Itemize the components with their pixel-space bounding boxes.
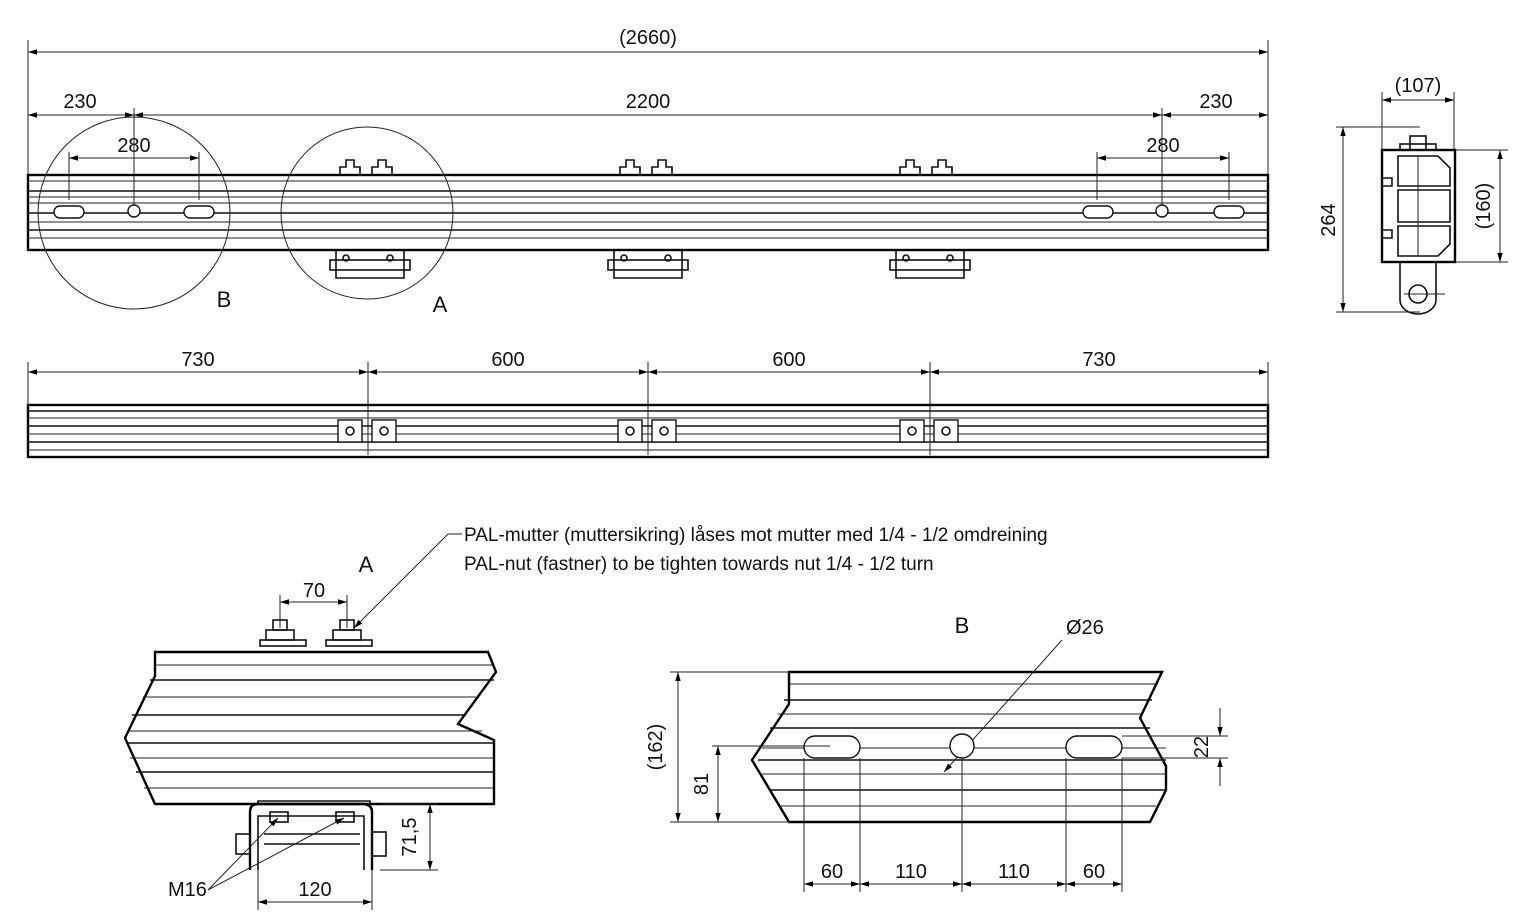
bolt-pair [619,159,673,175]
spacing-label-1: 60 [821,861,843,883]
end-spacing-right-label: 230 [1199,91,1232,113]
bracket-detail [248,802,374,870]
rail-bottom-view [26,403,1270,459]
detail-a-circle [280,126,454,300]
bolt-pair [899,159,953,175]
hole-spacing-right-label: 280 [1146,135,1179,157]
overall-length-label: (2660) [619,27,677,49]
clamp-plate-pair [337,419,397,443]
round-hole [1155,204,1169,218]
detail-b: B Ø26 (162) 81 22 [645,613,1228,892]
rail-section-a [123,650,498,806]
clamp-plate-pair [899,419,959,443]
detail-a-callout: A [433,292,448,317]
total-height-label: 264 [1318,203,1340,236]
bracket [329,250,411,279]
span-label-2: 600 [491,349,524,371]
spacing-label-4: 60 [1083,861,1105,883]
clamp-plate-pair [617,419,677,443]
bracket-width-label: 120 [298,879,331,901]
hole-diameter-label: Ø26 [1066,617,1104,639]
hole-height-label: 81 [691,773,713,795]
detail-b-circle [37,116,231,310]
bracket [607,250,689,279]
slot-hole [803,735,861,759]
end-view: (107) 264 (160) [1318,75,1508,315]
slot-hole [1213,205,1245,219]
slot-hole [53,205,85,219]
span-label-1: 730 [181,349,214,371]
note-english: PAL-nut (fastner) to be tighten towards … [464,554,934,575]
nut-right [325,619,373,647]
round-hole [949,733,975,759]
slot-height-label: 22 [1191,736,1213,758]
thread-label: M16 [168,879,207,901]
leader-line [353,533,449,629]
bolt-spacing-label: 70 [303,580,325,602]
top-view: (2660) 230 2200 230 280 280 [26,27,1270,317]
round-hole [127,204,141,218]
profile-height-label: (160) [1473,183,1495,230]
detail-b-callout: B [217,287,232,312]
rail-section-b [750,670,1168,824]
bolt-pair [339,159,393,175]
middle-spacing-label: 2200 [626,91,671,113]
profile-height-label: (162) [645,724,667,771]
slot-hole [183,205,215,219]
note-norwegian: PAL-mutter (muttersikring) låses mot mut… [464,525,1048,546]
span-label-3: 600 [772,349,805,371]
span-label-4: 730 [1082,349,1115,371]
bracket [889,250,971,279]
hole-spacing-left-label: 280 [117,135,150,157]
detail-a-title: A [359,552,374,577]
nut-left [259,619,307,647]
slot-hole [1082,205,1114,219]
width-label: (107) [1395,75,1442,97]
bracket-height-label: 71,5 [399,818,421,857]
bottom-view: 730 600 600 730 [26,349,1270,459]
spacing-label-2: 110 [895,861,927,883]
spacing-label-3: 110 [998,861,1030,883]
slot-hole [1065,735,1123,759]
detail-b-title: B [955,613,970,638]
detail-a: A PAL-mutter (muttersikring) låses mot m… [123,525,1048,910]
end-spacing-left-label: 230 [63,91,96,113]
